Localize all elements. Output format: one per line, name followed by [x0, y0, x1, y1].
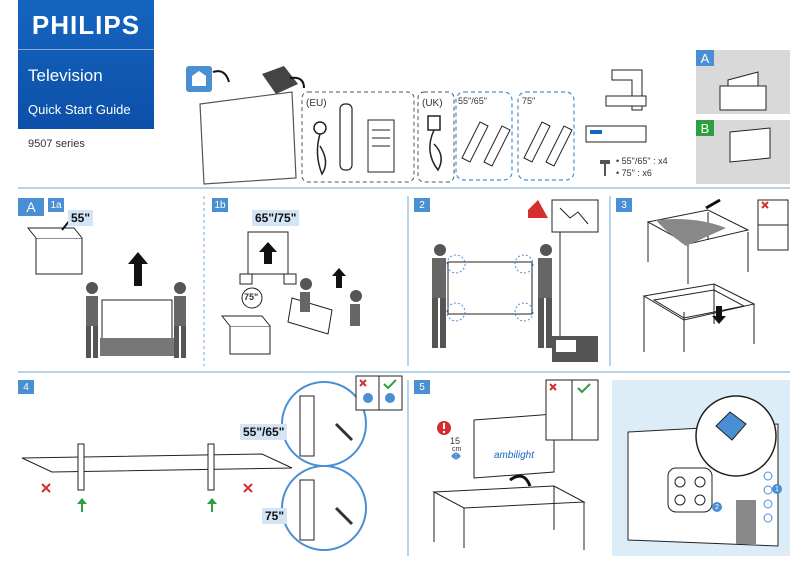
step-2-badge: 2 — [419, 199, 425, 211]
ambilight-logo: ambilight — [494, 450, 535, 461]
step-1a-size: 55" — [68, 210, 94, 226]
screws-55-65: • 55"/65" : x4 — [616, 156, 668, 166]
step-3-badge: 3 — [621, 199, 627, 211]
step-4-badge: 4 — [23, 381, 29, 393]
guide-title: Quick Start Guide — [28, 102, 131, 117]
distance-value: 15 — [450, 436, 461, 446]
step-4-size-55-65: 55"/65" — [240, 424, 288, 440]
step-1a-badge: 1a — [50, 199, 62, 211]
connector-badge-1: 1 — [772, 484, 782, 494]
connector-badge-2: 2 — [712, 502, 722, 512]
step-1b-badge: 1b — [214, 199, 226, 211]
product-title: Television — [28, 66, 103, 85]
step-4-size-75: 75" — [262, 508, 288, 524]
step-5-badge: 5 — [419, 381, 425, 393]
step-a-badge: A — [26, 199, 36, 215]
stand-size-75: 75" — [522, 96, 536, 106]
option-a-badge: A — [700, 50, 710, 66]
region-eu-label: (EU) — [306, 98, 327, 109]
region-uk-label: (UK) — [422, 98, 443, 109]
screws-75: • 75" : x6 — [616, 168, 652, 178]
stand-size-55-65: 55"/65" — [458, 96, 487, 106]
distance-unit: cm — [452, 446, 462, 453]
step-1b-size: 65"/75" — [252, 210, 300, 226]
philips-logo: PHILIPS — [31, 10, 141, 40]
brand-divider — [18, 49, 154, 50]
brand-panel: PHILIPS Television Quick Start Guide — [18, 0, 154, 129]
step-1b-inset-size: 75" — [244, 292, 259, 302]
option-b-badge: B — [700, 120, 710, 136]
series-label: 9507 series — [28, 138, 85, 150]
